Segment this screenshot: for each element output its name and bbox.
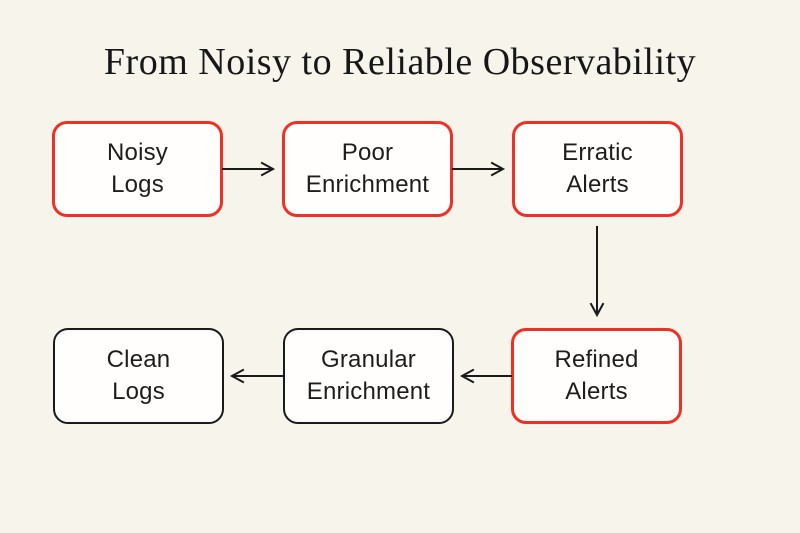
node-poor-enrichment-label: Poor Enrichment: [305, 138, 430, 198]
node-noisy-logs-label: Noisy Logs: [106, 138, 168, 198]
node-clean-logs-label: Clean Logs: [106, 345, 171, 405]
node-poor-enrichment: Poor Enrichment: [282, 121, 453, 217]
node-erratic-alerts-label: Erratic Alerts: [562, 138, 633, 198]
node-refined-alerts: Refined Alerts: [511, 328, 682, 424]
arrow-erratic-to-refined: [589, 226, 605, 318]
node-noisy-logs: Noisy Logs: [52, 121, 223, 217]
arrow-poor-to-erratic: [452, 161, 506, 177]
node-refined-alerts-label: Refined Alerts: [554, 345, 639, 405]
diagram-title: From Noisy to Reliable Observability: [103, 41, 697, 83]
node-clean-logs: Clean Logs: [53, 328, 224, 424]
node-granular-enrichment: Granular Enrichment: [283, 328, 454, 424]
node-granular-enrichment-label: Granular Enrichment: [306, 345, 431, 405]
arrow-granular-to-clean: [229, 368, 284, 384]
arrow-refined-to-granular: [459, 368, 512, 384]
arrow-noisy-to-poor: [222, 161, 276, 177]
node-erratic-alerts: Erratic Alerts: [512, 121, 683, 217]
